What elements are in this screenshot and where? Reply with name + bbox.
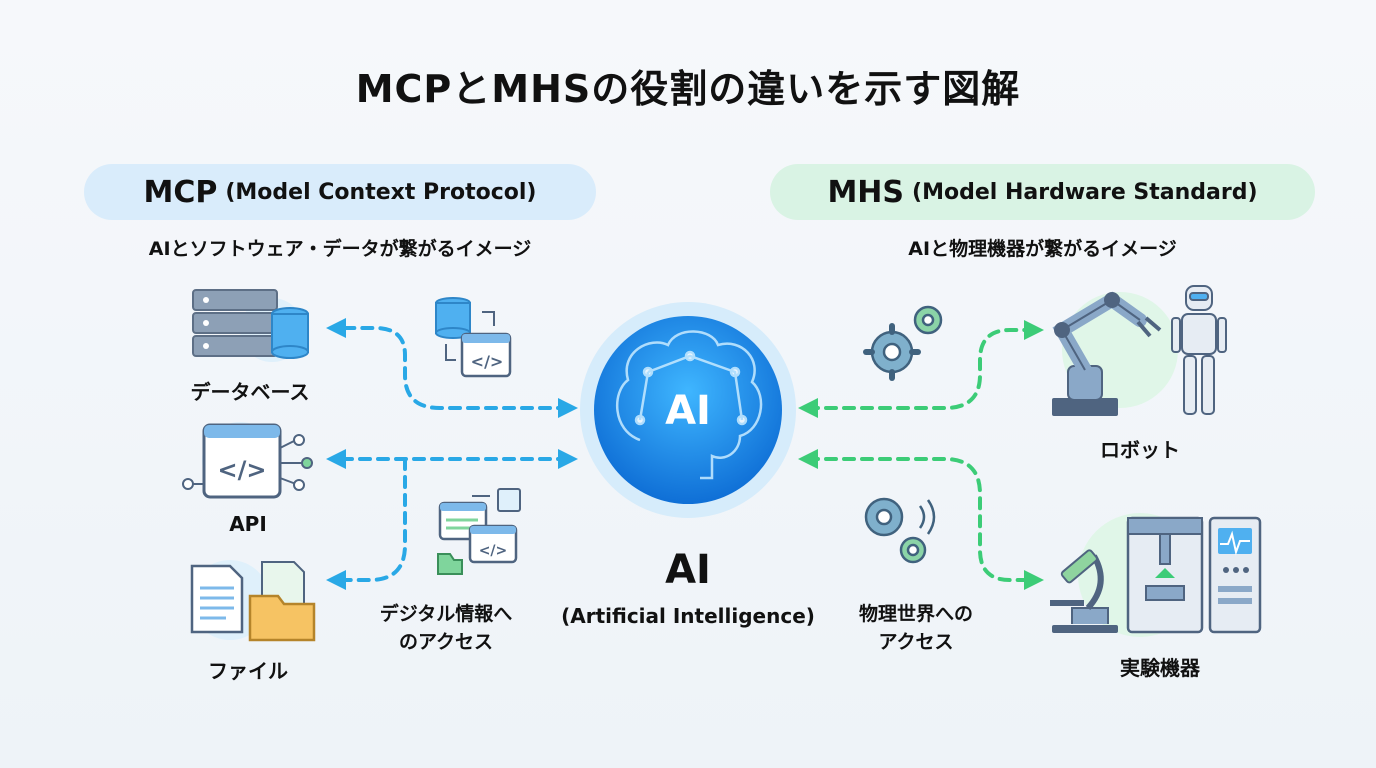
mhs-abbr: MHS xyxy=(827,174,905,210)
lab-machine-icon xyxy=(1126,516,1262,634)
document-folder-icon xyxy=(190,560,316,642)
label-lab-equipment: 実験機器 xyxy=(1120,656,1200,680)
brain-icon xyxy=(615,330,763,480)
svg-text:</>: </> xyxy=(471,352,504,371)
mcp-abbr: MCP xyxy=(143,174,218,210)
ai-node: AI xyxy=(580,302,796,518)
mhs-full-name: (Model Hardware Standard) xyxy=(912,179,1258,205)
mhs-subtitle: AIと物理機器が繋がるイメージ xyxy=(908,238,1177,260)
label-api: API xyxy=(229,512,267,536)
connector-file xyxy=(326,457,407,590)
mcp-access-line-2: のアクセス xyxy=(398,631,494,653)
label-robot: ロボット xyxy=(1100,438,1180,462)
svg-text:</>: </> xyxy=(218,456,267,484)
humanoid-robot-icon xyxy=(1171,285,1227,415)
mhs-access-note: 物理世界への アクセス xyxy=(826,600,1006,656)
label-database: データベース xyxy=(190,380,310,404)
server-stack-icon xyxy=(192,289,309,362)
mhs-access-line-2: アクセス xyxy=(878,631,954,653)
mcp-access-line-1: デジタル情報へ xyxy=(379,603,513,625)
data-sync-icon: </> xyxy=(435,297,512,378)
mcp-subtitle: AIとソフトウェア・データが繋がるイメージ xyxy=(148,238,532,260)
connector-database xyxy=(326,318,578,418)
label-file: ファイル xyxy=(208,659,288,683)
mcp-access-note: デジタル情報へ のアクセス xyxy=(356,600,536,656)
mcp-full-name: (Model Context Protocol) xyxy=(225,179,537,205)
code-window-icon: </> xyxy=(182,422,313,499)
mhs-access-line-1: 物理世界への xyxy=(858,603,973,625)
robot-arm-icon xyxy=(1052,291,1178,416)
connector-lab xyxy=(798,449,1044,590)
mcp-header: MCP (Model Context Protocol) xyxy=(84,164,596,220)
code-flow-icon: </> xyxy=(437,488,521,575)
svg-text:</>: </> xyxy=(479,543,508,559)
page-title: MCPとMHSの役割の違いを示す図解 xyxy=(355,67,1021,111)
ai-sublabel: (Artificial Intelligence) xyxy=(561,604,815,628)
connector-robot xyxy=(798,320,1044,418)
mhs-header: MHS (Model Hardware Standard) xyxy=(770,164,1315,220)
gear-signal-icon xyxy=(864,497,936,564)
ai-badge: AI xyxy=(665,388,711,434)
ai-label: AI xyxy=(665,547,711,593)
gear-icon xyxy=(863,305,943,381)
